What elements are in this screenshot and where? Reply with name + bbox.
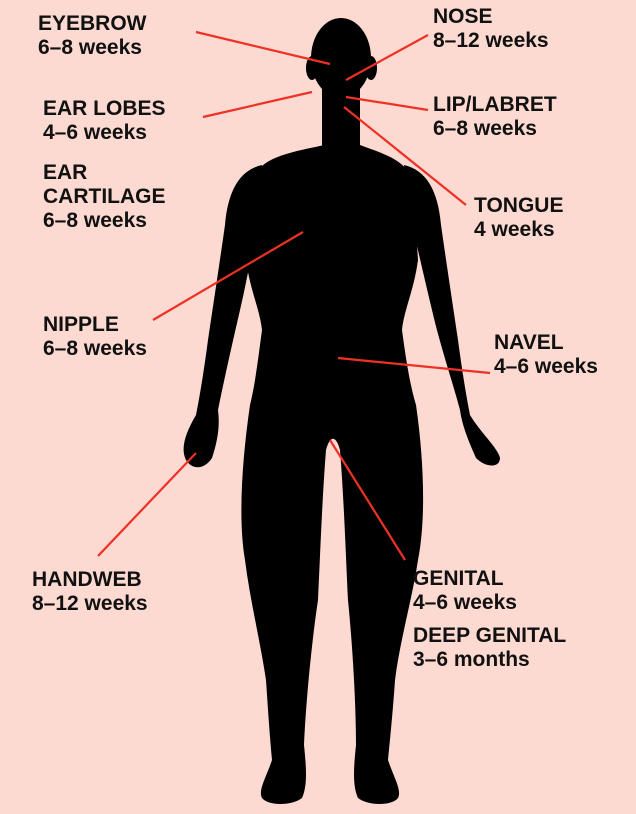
- label-navel: NAVEL 4–6 weeks: [494, 331, 598, 379]
- deep-genital-time: 3–6 months: [413, 648, 566, 672]
- nose-time: 8–12 weeks: [433, 29, 549, 53]
- handweb-time: 8–12 weeks: [32, 592, 148, 616]
- label-ear-cartilage: EAR CARTILAGE 6–8 weeks: [43, 161, 166, 233]
- label-tongue: TONGUE 4 weeks: [474, 194, 563, 242]
- nose-name: NOSE: [433, 5, 549, 29]
- navel-name: NAVEL: [494, 331, 598, 355]
- handweb-name: HANDWEB: [32, 568, 148, 592]
- lip-labret-time: 6–8 weeks: [433, 117, 557, 141]
- label-genital: GENITAL 4–6 weeks: [413, 567, 517, 615]
- genital-name: GENITAL: [413, 567, 517, 591]
- handweb-leader-line: [98, 453, 196, 556]
- navel-time: 4–6 weeks: [494, 355, 598, 379]
- ear-cartilage-name-line1: EAR: [43, 161, 166, 185]
- label-lip-labret: LIP/LABRET 6–8 weeks: [433, 93, 557, 141]
- ear-lobes-time: 4–6 weeks: [43, 121, 166, 145]
- lip-labret-name: LIP/LABRET: [433, 93, 557, 117]
- ear-lobes-leader-line: [203, 92, 312, 117]
- nipple-time: 6–8 weeks: [43, 337, 147, 361]
- eyebrow-name: EYEBROW: [38, 12, 147, 36]
- eyebrow-leader-line: [196, 32, 330, 64]
- eyebrow-time: 6–8 weeks: [38, 36, 147, 60]
- ear-cartilage-time: 6–8 weeks: [43, 209, 166, 233]
- label-handweb: HANDWEB 8–12 weeks: [32, 568, 148, 616]
- label-nipple: NIPPLE 6–8 weeks: [43, 313, 147, 361]
- deep-genital-name: DEEP GENITAL: [413, 624, 566, 648]
- genital-time: 4–6 weeks: [413, 591, 517, 615]
- ear-cartilage-name-line2: CARTILAGE: [43, 185, 166, 209]
- nipple-name: NIPPLE: [43, 313, 147, 337]
- label-nose: NOSE 8–12 weeks: [433, 5, 549, 53]
- tongue-time: 4 weeks: [474, 218, 563, 242]
- tongue-name: TONGUE: [474, 194, 563, 218]
- label-eyebrow: EYEBROW 6–8 weeks: [38, 12, 147, 60]
- label-deep-genital: DEEP GENITAL 3–6 months: [413, 624, 566, 672]
- label-ear-lobes: EAR LOBES 4–6 weeks: [43, 97, 166, 145]
- ear-lobes-name: EAR LOBES: [43, 97, 166, 121]
